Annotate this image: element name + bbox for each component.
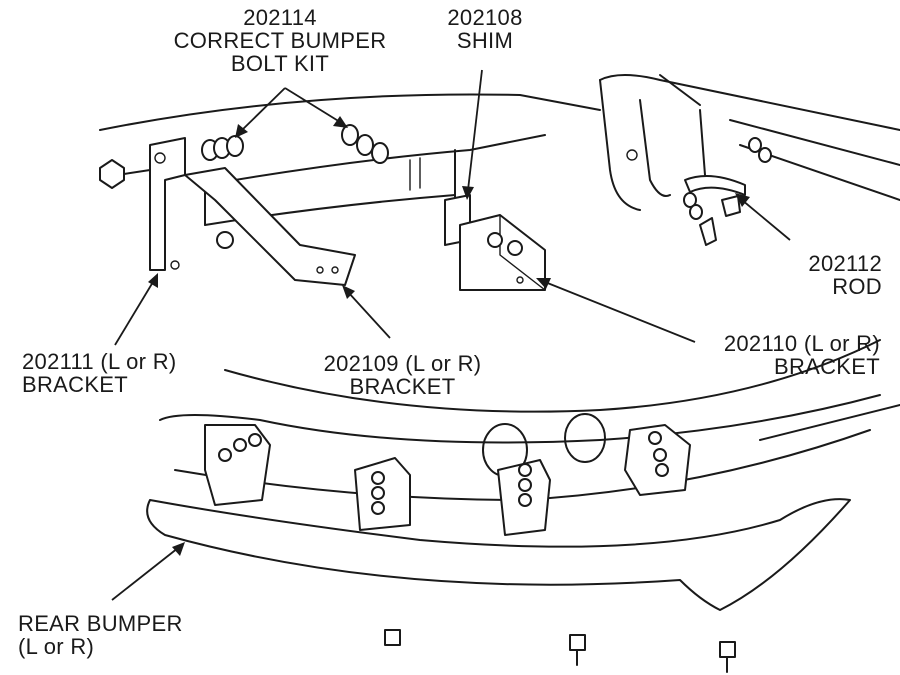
part-name: (L or R) [18,634,95,659]
bumper-bolts [384,629,736,673]
rear-bumper-shape [146,498,851,611]
shim-and-bracket-202110-shape [444,194,546,291]
bracket-202111-shape [149,137,186,271]
callout-bracket-202111: 202111 (L or R) BRACKET [22,350,177,396]
part-name-line2: BOLT KIT [230,51,330,76]
part-number: 202111 (L or R) [22,349,177,374]
part-name: ROD [832,274,882,299]
bracket-202109-shape [184,167,356,286]
callout-bolt-kit: 202114 CORRECT BUMPER BOLT KIT [160,6,400,75]
rod-inset [599,74,900,246]
part-number: 202109 (L or R) [323,351,482,376]
part-number: 202108 [447,5,523,30]
callout-shim: 202108 SHIM [435,6,535,52]
part-number: 202114 [243,5,317,30]
part-name: BRACKET [773,354,880,379]
part-number: 202112 [808,251,882,276]
part-name: BRACKET [22,372,129,397]
bumper-brackets [204,424,691,536]
bolt-kit-parts [99,124,389,189]
callout-rear-bumper: REAR BUMPER (L or R) [18,612,183,658]
callout-bracket-202110: 202110 (L or R) BRACKET [680,332,880,378]
part-name: BRACKET [349,374,456,399]
part-number: 202110 (L or R) [723,331,880,356]
leader-arrows [111,69,791,601]
callout-bracket-202109: 202109 (L or R) BRACKET [305,352,500,398]
part-label: REAR BUMPER [18,611,183,636]
part-name: CORRECT BUMPER [173,28,387,53]
callout-rod: 202112 ROD [760,252,882,298]
part-name: SHIM [456,28,514,53]
